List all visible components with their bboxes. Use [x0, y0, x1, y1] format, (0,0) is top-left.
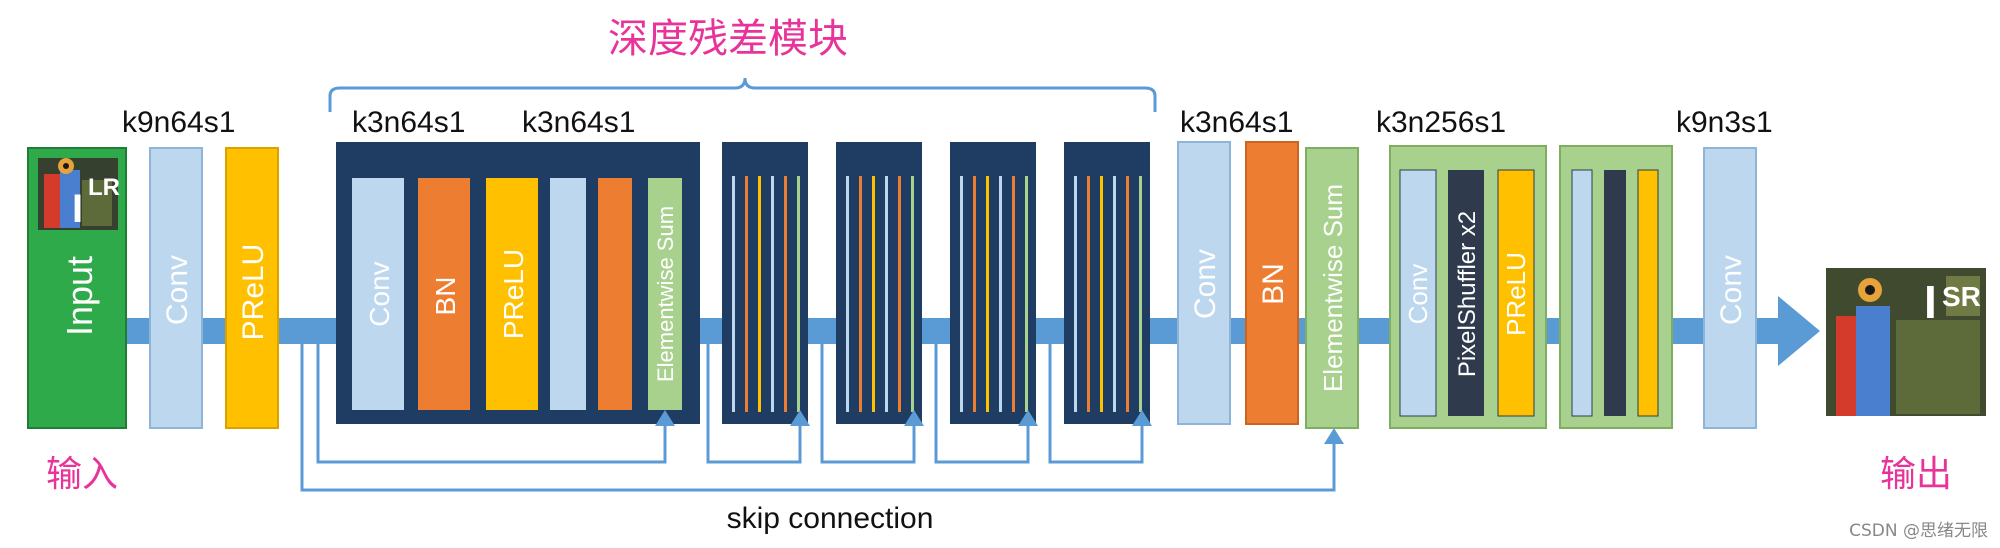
- up-prelu-block: [1497, 169, 1535, 417]
- kernel-label-k9n64s1: k9n64s1: [122, 106, 235, 139]
- post-bn-label: BN: [1257, 263, 1290, 305]
- pixelshuffler-block: [1448, 170, 1484, 416]
- residual-loop-3: [820, 331, 916, 464]
- kernel-label-post-conv: k3n64s1: [1180, 106, 1293, 139]
- res-sum-block: [648, 178, 682, 410]
- compact-block-stripe: [1012, 176, 1015, 412]
- compact-block-stripe: [732, 176, 735, 412]
- compact-block-stripe: [1087, 176, 1090, 412]
- compact-block-panel: [722, 142, 808, 424]
- compact-block-stripe: [1100, 176, 1103, 412]
- residual-loop-5-arrow: [1132, 410, 1152, 426]
- sr-image: [1826, 268, 1986, 416]
- residual-loop-1: [316, 331, 667, 464]
- conv1-block: [149, 147, 203, 429]
- post-conv-block: [1177, 141, 1231, 425]
- residual-loop-4-arrow: [1018, 410, 1038, 426]
- compact-block-stripe: [872, 176, 875, 412]
- res-prelu-label: PReLU: [498, 249, 529, 339]
- input-label: Input: [59, 256, 100, 336]
- watermark: CSDN @思绪无限: [1849, 521, 1988, 541]
- residual-block-4: [950, 142, 1036, 424]
- res-conv-label: Conv: [364, 261, 395, 326]
- residual-loop-2: [706, 331, 802, 464]
- compact-block-stripe: [1113, 176, 1116, 412]
- res-bn-label: BN: [430, 277, 461, 316]
- residual-loop-2-arrow: [790, 410, 810, 426]
- compact-block-stripe: [797, 176, 800, 412]
- up-conv-block: [1399, 169, 1437, 417]
- compact-block-stripe: [960, 176, 963, 412]
- residual-block-2: [722, 142, 808, 424]
- compact-block-stripe: [771, 176, 774, 412]
- prelu1-label: PReLU: [237, 244, 270, 341]
- post-bn-block: [1245, 141, 1299, 425]
- residual-loop-4: [934, 331, 1030, 464]
- compact-block-stripe: [1139, 176, 1142, 412]
- lr-image-thumbnail: [38, 158, 118, 230]
- compact-block-stripe: [999, 176, 1002, 412]
- pixelshuffler-label: PixelShuffler x2: [1454, 211, 1481, 377]
- compact-block-stripe: [745, 176, 748, 412]
- kernel-label-res-conv: k3n64s1: [352, 106, 465, 139]
- residual-loop-5: [1048, 331, 1144, 464]
- res-conv2-block: [550, 178, 586, 410]
- kernel-label-k3n256s1: k3n256s1: [1376, 106, 1506, 139]
- compact-block-stripe: [898, 176, 901, 412]
- res-bn2-block: [598, 178, 632, 410]
- up-conv-label: Conv: [1403, 264, 1433, 325]
- residual-block-title: 深度残差模块: [608, 16, 848, 62]
- upsample-2-prelu: [1637, 169, 1659, 417]
- upsample-2-conv: [1571, 169, 1593, 417]
- final-conv-label: Conv: [1715, 255, 1748, 325]
- compact-block-stripe: [1025, 176, 1028, 412]
- compact-block-stripe: [1074, 176, 1077, 412]
- upsample-2-pixelshuffler: [1604, 170, 1626, 416]
- compact-block-stripe: [911, 176, 914, 412]
- up-prelu-label: PReLU: [1501, 252, 1531, 336]
- res-conv-block: [352, 178, 404, 410]
- compact-block-stripe: [973, 176, 976, 412]
- main-flow-arrowhead: [1778, 296, 1820, 366]
- lr-i-label: I: [72, 187, 83, 231]
- sr-i-label: I: [1924, 276, 1937, 328]
- compact-block-stripe: [859, 176, 862, 412]
- post-sum-label: Elementwise Sum: [1318, 184, 1348, 392]
- skip-connection-arrow: [1324, 428, 1344, 444]
- prelu1-block: [225, 147, 279, 429]
- sr-label: SR: [1942, 281, 1981, 312]
- input-caption: 输入: [46, 454, 118, 495]
- residual-loop-1-arrow: [655, 410, 675, 426]
- residual-block-5: [1064, 142, 1150, 424]
- kernel-label-k9n3s1: k9n3s1: [1676, 106, 1773, 139]
- compact-block-stripe: [986, 176, 989, 412]
- compact-block-stripe: [846, 176, 849, 412]
- res-sum-label: Elementwise Sum: [653, 206, 678, 382]
- compact-block-panel: [836, 142, 922, 424]
- post-conv-label: Conv: [1189, 249, 1222, 319]
- post-sum-block: [1305, 147, 1359, 429]
- output-caption: 输出: [1880, 454, 1952, 495]
- conv1-label: Conv: [161, 255, 194, 325]
- residual-block-brace: [328, 77, 1157, 112]
- skip-connection-line: [300, 331, 1336, 492]
- kernel-label-res-conv2: k3n64s1: [522, 106, 635, 139]
- res-bn-block: [418, 178, 470, 410]
- compact-block-stripe: [784, 176, 787, 412]
- compact-block-panel: [950, 142, 1036, 424]
- compact-block-stripe: [885, 176, 888, 412]
- res-prelu-block: [486, 178, 538, 410]
- lr-label: LR: [88, 174, 120, 201]
- residual-loop-3-arrow: [904, 410, 924, 426]
- final-conv-block: [1703, 147, 1757, 429]
- residual-block-3: [836, 142, 922, 424]
- skip-connection-label: skip connection: [727, 502, 934, 535]
- compact-block-stripe: [1126, 176, 1129, 412]
- compact-block-panel: [1064, 142, 1150, 424]
- compact-block-stripe: [758, 176, 761, 412]
